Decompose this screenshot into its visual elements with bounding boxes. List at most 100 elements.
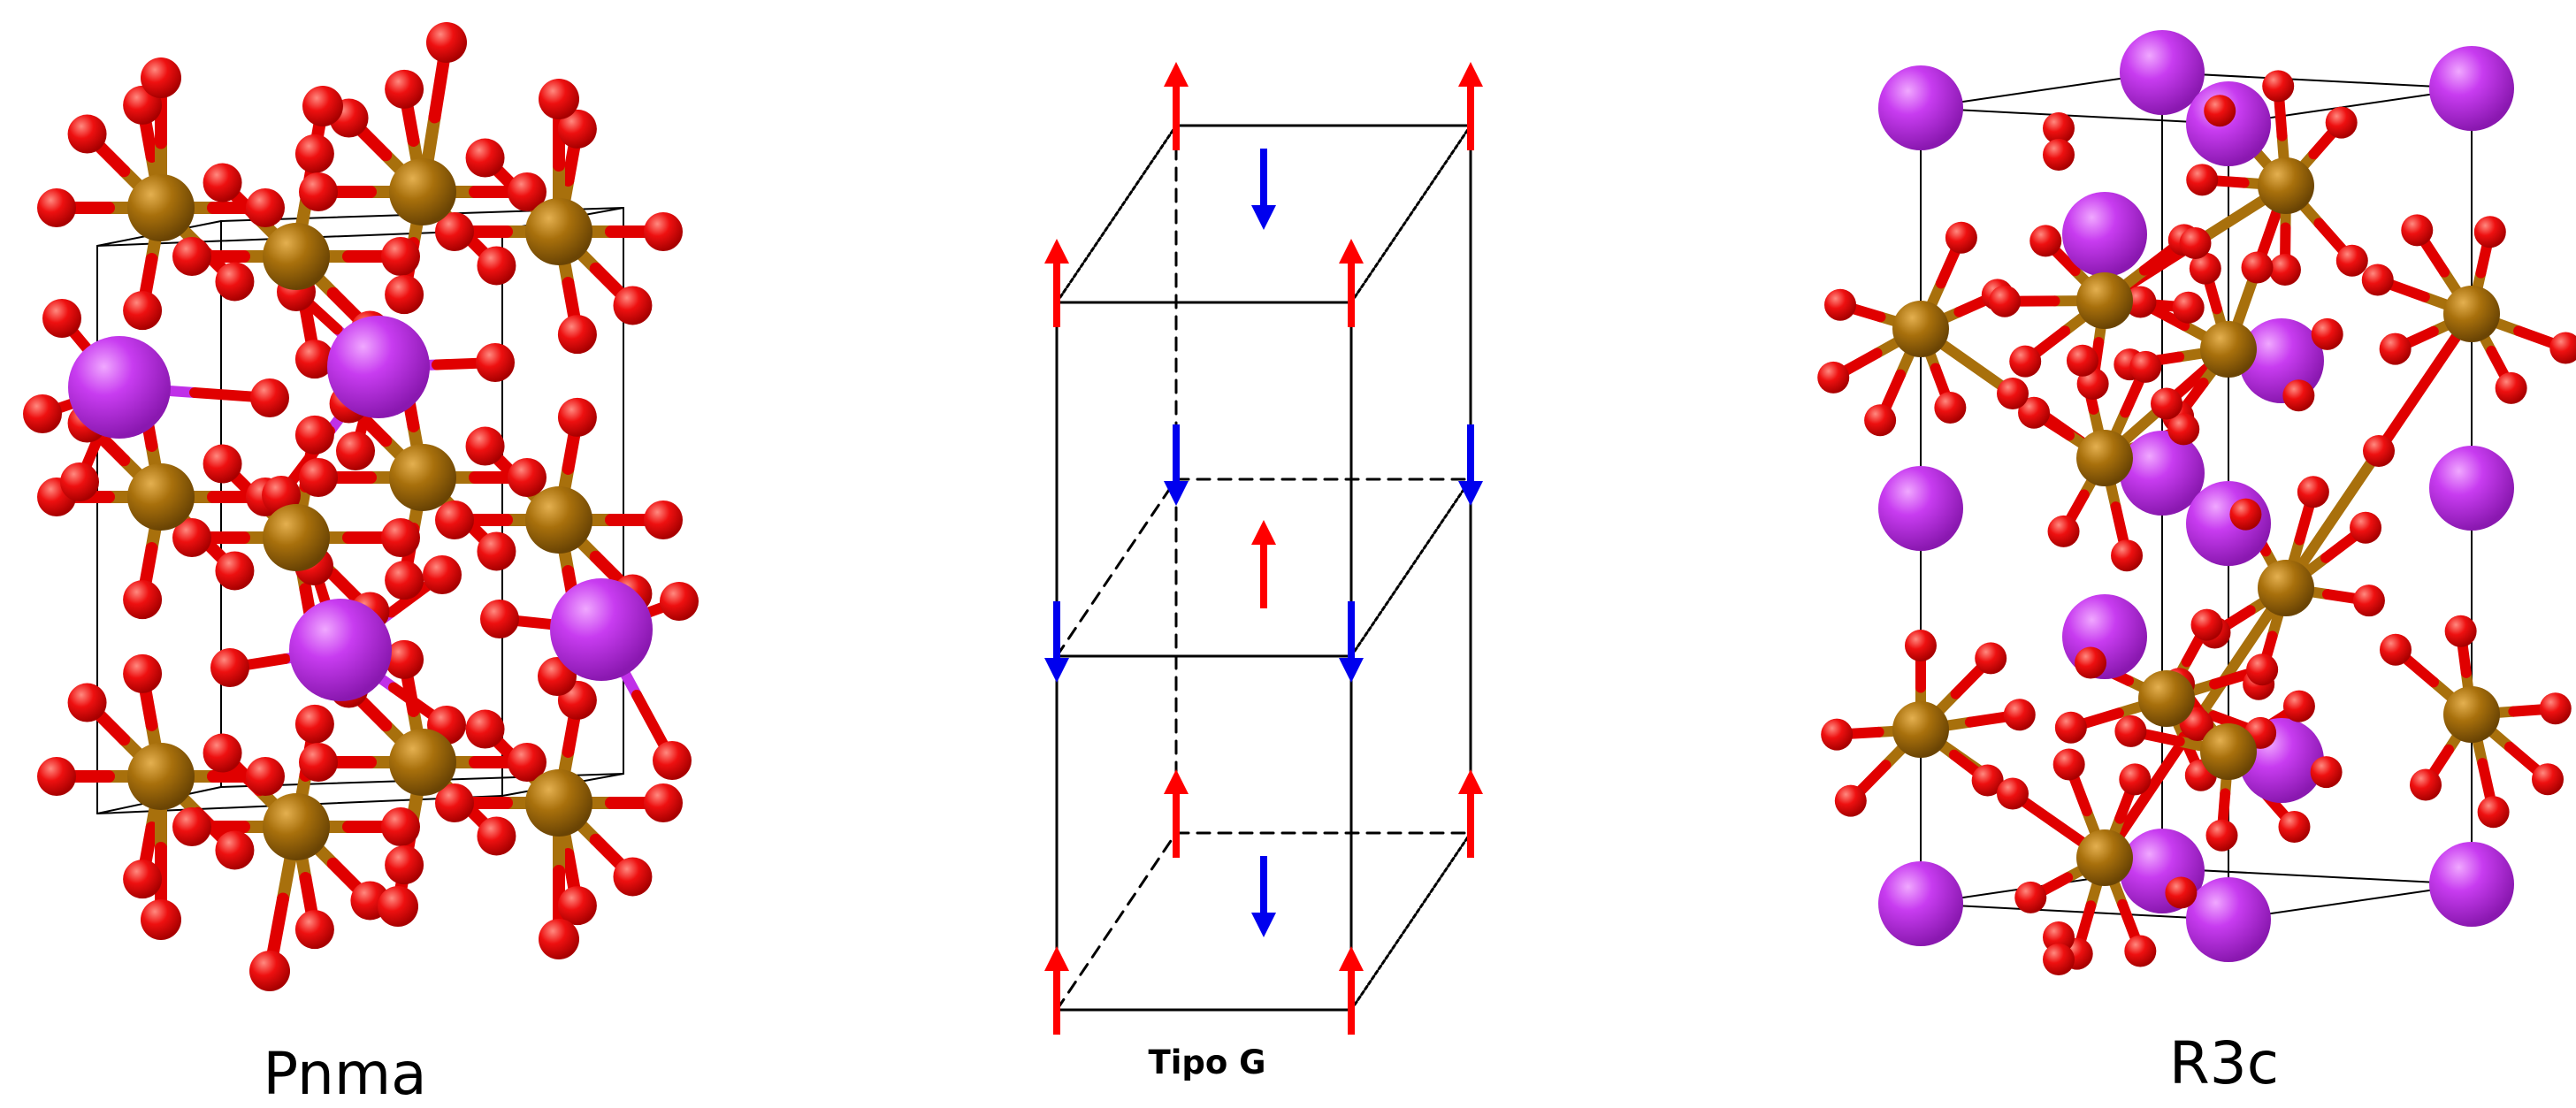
oxygen-atom (203, 734, 242, 773)
cell-edge (1351, 833, 1471, 1010)
oxygen-atom (2111, 539, 2143, 571)
oxygen-atom (378, 886, 418, 927)
b-cation-atom (525, 486, 592, 554)
oxygen-atom (2540, 692, 2572, 724)
oxygen-atom (2380, 634, 2412, 666)
oxygen-atom (466, 710, 505, 749)
oxygen-atom (2004, 699, 2036, 730)
oxygen-atom (2312, 318, 2343, 350)
oxygen-atom (539, 79, 579, 119)
a-cation-atom (550, 578, 653, 681)
b-cation-atom (1892, 701, 1949, 758)
oxygen-atom (2362, 264, 2394, 296)
oxygen-atom (558, 398, 597, 437)
oxygen-atom (2326, 107, 2358, 139)
oxygen-atom (1975, 642, 2007, 674)
oxygen-atom (215, 262, 254, 301)
oxygen-atom (1945, 222, 1977, 254)
oxygen-atom (2191, 609, 2223, 641)
oxygen-atom (2350, 512, 2381, 544)
r3c-caption: R3c (2114, 1029, 2335, 1097)
oxygen-atom (2165, 877, 2197, 909)
oxygen-atom (172, 807, 211, 846)
oxygen-atom (123, 291, 162, 330)
pnma-caption: Pnma (212, 1040, 478, 1108)
oxygen-atom (381, 237, 420, 276)
oxygen-atom (2151, 388, 2182, 420)
oxygen-atom (1824, 289, 1856, 321)
oxygen-atom (60, 462, 99, 501)
a-cation-atom (2062, 192, 2147, 277)
oxygen-atom (203, 164, 242, 202)
oxygen-atom (336, 432, 375, 470)
oxygen-atom (215, 830, 254, 869)
oxygen-atom (299, 172, 338, 211)
oxygen-atom (2496, 372, 2527, 404)
tipo-g-caption: Tipo G (1123, 1043, 1291, 1081)
oxygen-atom (2229, 499, 2261, 531)
a-cation-atom (289, 599, 392, 701)
oxygen-atom (1989, 286, 2021, 317)
oxygen-atom (385, 70, 424, 109)
b-cation-atom (2200, 723, 2257, 780)
oxygen-atom (2478, 796, 2510, 828)
oxygen-atom (426, 22, 467, 63)
b-cation-atom (263, 223, 330, 290)
oxygen-atom (477, 246, 516, 285)
spin-down-arrowhead (1458, 481, 1483, 506)
b-cation-atom (263, 793, 330, 860)
oxygen-atom (381, 807, 420, 846)
b-cation-atom (389, 729, 456, 796)
oxygen-atom (302, 86, 343, 126)
oxygen-atom (2262, 70, 2294, 102)
spin-up-arrowhead (1339, 239, 1364, 264)
oxygen-atom (2278, 811, 2310, 843)
b-cation-atom (525, 198, 592, 265)
b-cation-atom (2258, 157, 2314, 214)
oxygen-atom (42, 299, 81, 338)
b-cation-atom (389, 158, 456, 225)
oxygen-atom (2269, 254, 2301, 286)
oxygen-atom (558, 315, 597, 354)
spin-up-arrowhead (1251, 520, 1276, 545)
oxygen-atom (480, 600, 519, 638)
oxygen-atom (2029, 225, 2061, 256)
oxygen-atom (1997, 378, 2029, 409)
oxygen-atom (2242, 252, 2274, 284)
b-cation-atom (1892, 301, 1949, 357)
oxygen-atom (123, 860, 162, 898)
oxygen-atom (2173, 292, 2205, 324)
oxygen-atom (2043, 944, 2075, 975)
oxygen-atom (295, 134, 334, 173)
oxygen-atom (1905, 630, 1937, 661)
b-cation-atom (127, 174, 195, 241)
a-cation-atom (2429, 446, 2514, 531)
a-cation-atom (2429, 842, 2514, 927)
oxygen-atom (68, 115, 107, 154)
oxygen-atom (203, 445, 242, 484)
b-cation-atom (2138, 670, 2195, 727)
oxygen-atom (385, 561, 424, 600)
oxygen-atom (466, 139, 505, 178)
oxygen-atom (644, 501, 683, 539)
oxygen-atom (2124, 936, 2156, 967)
oxygen-atom (249, 951, 290, 991)
spin-up-arrowhead (1458, 769, 1483, 794)
oxygen-atom (2067, 345, 2098, 377)
unit-cell-edge (1921, 108, 2228, 124)
oxygen-atom (476, 343, 515, 382)
oxygen-atom (466, 427, 505, 466)
oxygen-atom (210, 648, 249, 687)
oxygen-atom (508, 458, 547, 497)
b-cation-atom (2200, 321, 2257, 378)
b-cation-atom (2076, 430, 2133, 486)
oxygen-atom (2401, 214, 2433, 246)
oxygen-atom (613, 286, 652, 325)
oxygen-atom (2353, 585, 2385, 616)
oxygen-atom (477, 531, 516, 570)
unit-cell-edge (2162, 73, 2472, 88)
unit-cell-edge (2162, 868, 2472, 884)
oxygen-atom (2075, 647, 2106, 679)
a-cation-atom (2120, 30, 2205, 115)
